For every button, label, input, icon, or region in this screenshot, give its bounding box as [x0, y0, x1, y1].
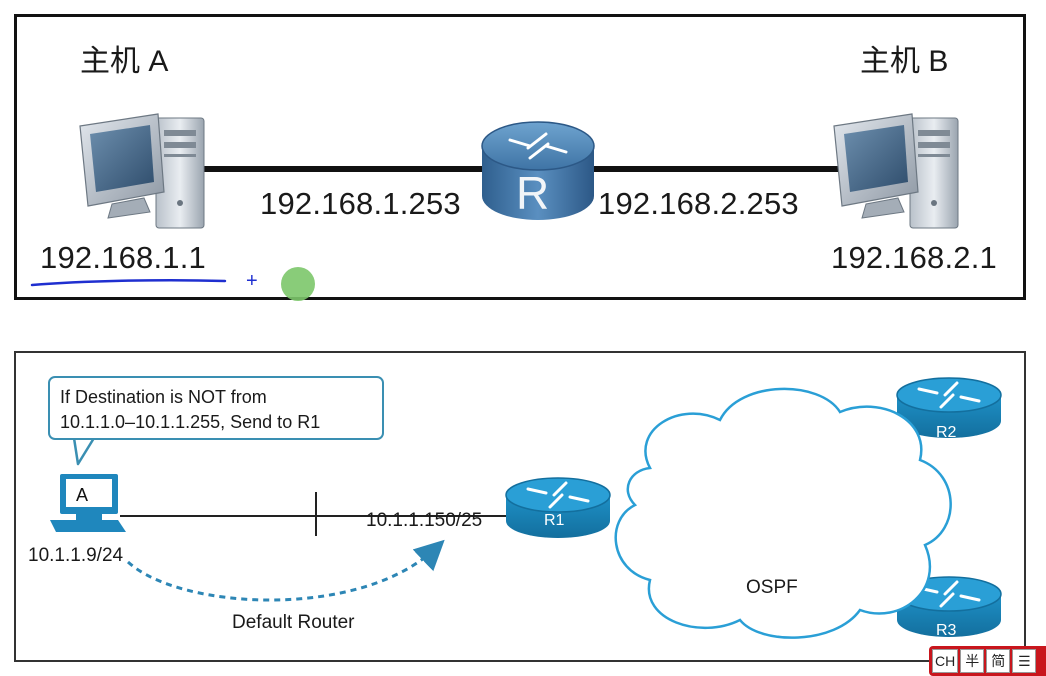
ime-menu-icon[interactable]: ☰	[1012, 649, 1037, 673]
default-router-label: Default Router	[232, 612, 355, 633]
bottom-network-panel	[14, 351, 1026, 662]
host-a-computer-icon	[79, 113, 205, 229]
host-b-computer-icon	[833, 113, 959, 229]
callout-box: If Destination is NOT from 10.1.1.0–10.1…	[48, 376, 384, 440]
host-a-label: 主机 A	[80, 45, 169, 78]
host-b-ip: 192.168.2.1	[831, 240, 997, 275]
ospf-label: OSPF	[746, 577, 798, 598]
callout-line-2: 10.1.1.0–10.1.1.255, Send to R1	[60, 412, 321, 432]
host-a-pc-letter: A	[76, 485, 89, 505]
host-b-label: 主机 B	[860, 45, 949, 78]
host-a-pc-ip: 10.1.1.9/24	[28, 545, 124, 566]
router-r2-icon	[896, 377, 1002, 438]
ink-plus-mark: +	[246, 270, 258, 292]
router-r1-icon	[505, 477, 611, 538]
cursor-dot	[281, 267, 315, 301]
router-right-ip: 192.168.2.253	[598, 186, 799, 221]
ime-toolbar: CH 半 简 ☰	[929, 646, 1046, 676]
router-r3-label: R3	[936, 622, 957, 639]
ime-simplified-button[interactable]: 简	[986, 649, 1011, 673]
router-letter: R	[516, 167, 550, 219]
ink-underline	[30, 278, 227, 287]
router-r2-label: R2	[936, 424, 957, 441]
ime-language-button[interactable]: CH	[932, 649, 959, 673]
router-r-icon	[481, 121, 595, 220]
host-a-ip: 192.168.1.1	[40, 240, 206, 275]
router-r1-label: R1	[544, 512, 565, 529]
ospf-cloud	[614, 387, 952, 639]
host-a-pc-icon	[50, 474, 126, 532]
ime-halfwidth-button[interactable]: 半	[960, 649, 985, 673]
router-left-ip: 192.168.1.253	[260, 186, 461, 221]
r1-interface-ip: 10.1.1.150/25	[366, 510, 483, 531]
callout-line-1: If Destination is NOT from	[60, 387, 267, 407]
